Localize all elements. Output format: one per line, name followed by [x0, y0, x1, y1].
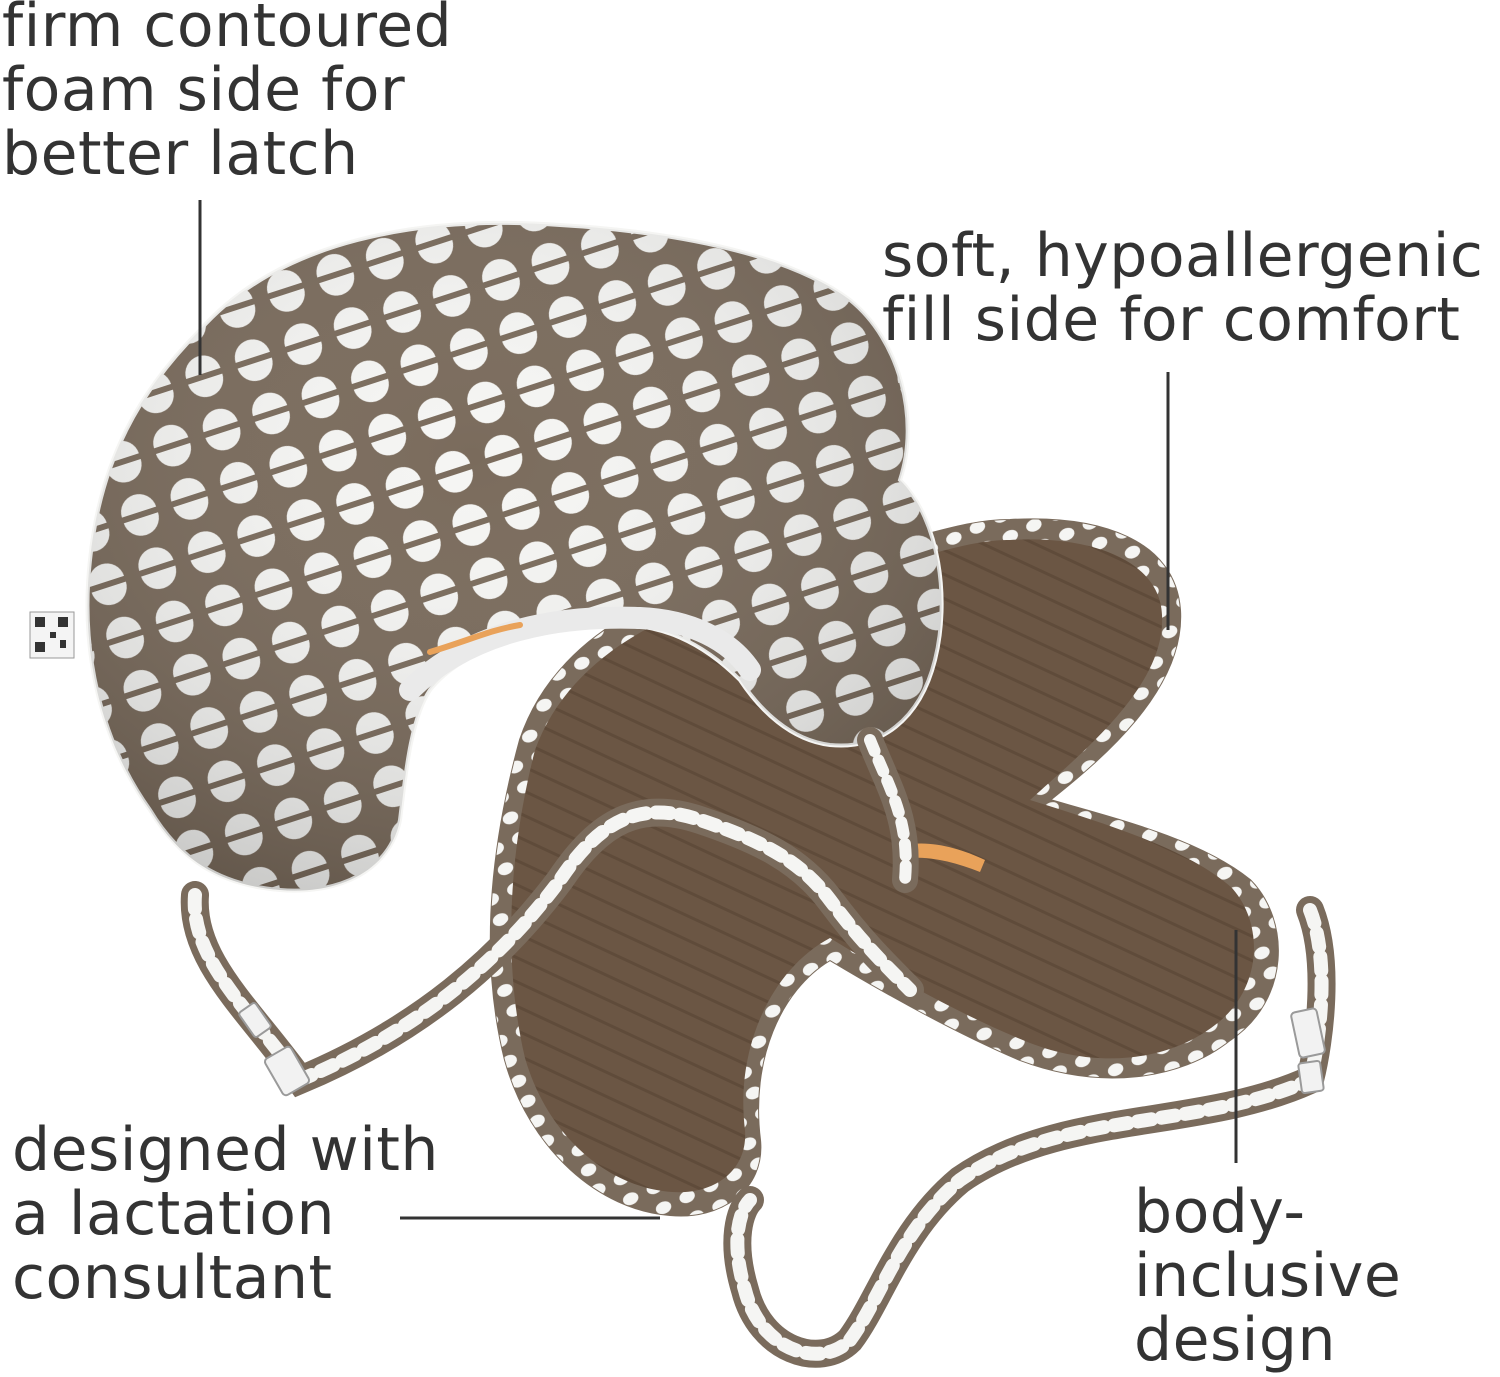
- callout-line: soft, hypoallergenic: [882, 221, 1484, 291]
- callout-line: designed with: [12, 1115, 439, 1185]
- callout-soft-side: soft, hypoallergenic fill side for comfo…: [882, 224, 1483, 352]
- callout-line: consultant: [12, 1243, 333, 1313]
- callout-line: inclusive: [1134, 1241, 1402, 1311]
- callout-firm-side: firm contoured foam side for better latc…: [2, 0, 452, 186]
- buckle-clip-icon: [238, 1002, 311, 1097]
- buckle-clip-icon: [1290, 1007, 1326, 1094]
- callout-line: a lactation: [12, 1179, 335, 1249]
- firm-foam-pillow: [85, 220, 944, 893]
- callout-leader-lines: [198, 200, 1238, 1220]
- callout-line: foam side for: [2, 55, 406, 125]
- callout-line: fill side for comfort: [882, 285, 1461, 355]
- qr-label-tag-icon: [29, 611, 75, 659]
- callout-line: body-: [1134, 1177, 1306, 1247]
- callout-lactation-consultant: designed with a lactation consultant: [12, 1118, 439, 1310]
- callout-line: firm contoured: [2, 0, 453, 61]
- callout-line: better latch: [2, 119, 359, 189]
- callout-body-inclusive: body- inclusive design: [1134, 1180, 1401, 1372]
- callout-line: design: [1134, 1305, 1337, 1375]
- soft-fill-pillow: [489, 518, 1279, 1217]
